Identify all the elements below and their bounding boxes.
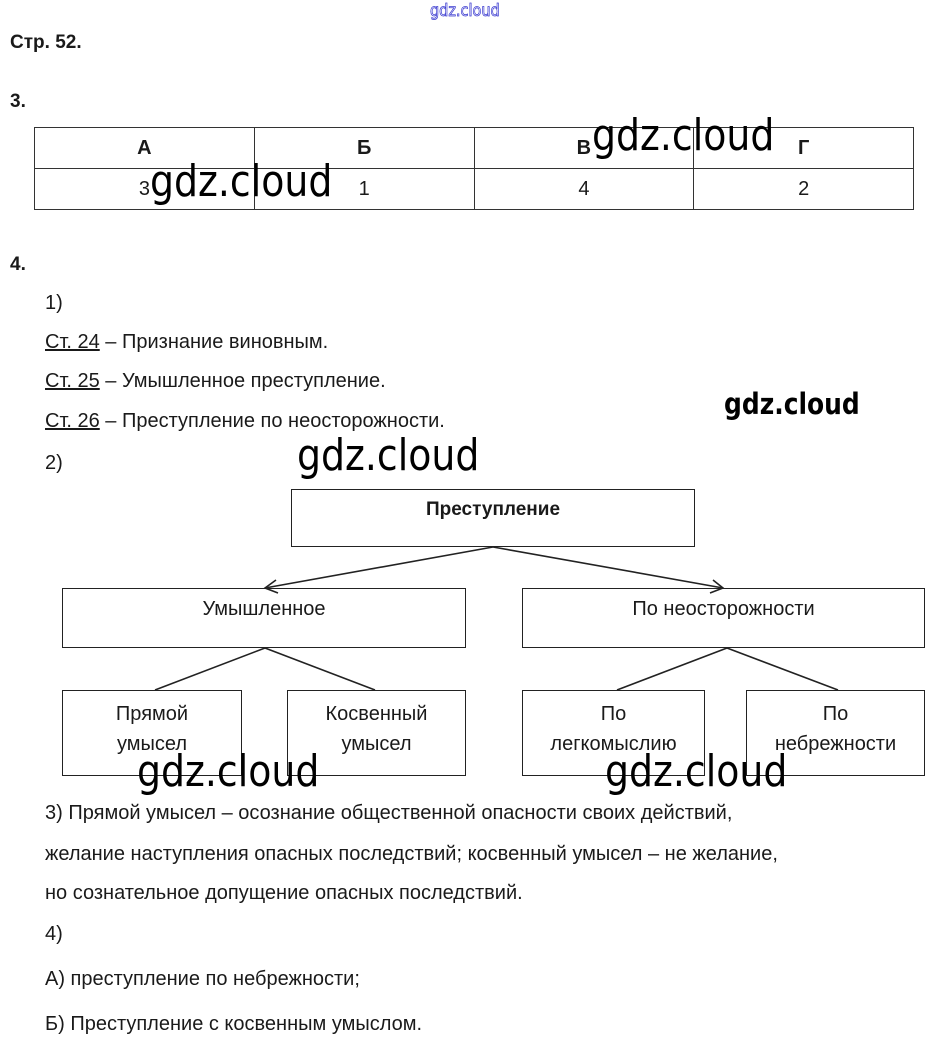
watermark: gdz.cloud <box>592 110 775 161</box>
part3-line: желание наступления опасных последствий;… <box>45 843 778 865</box>
article-line: Ст. 24 – Признание виновным. <box>45 331 328 354</box>
watermark: gdz.cloud <box>297 430 480 481</box>
diagram-intentional: Умышленное <box>62 588 466 648</box>
box-line: По <box>822 703 849 725</box>
table-header: Г <box>693 127 914 169</box>
article-ref: Ст. 24 <box>45 331 100 353</box>
diagram-root: Преступление <box>291 489 695 547</box>
arrow-left <box>264 546 494 589</box>
box-line: небрежности <box>774 733 897 755</box>
table-cell: 2 <box>693 168 914 210</box>
table-cell: 4 <box>473 168 695 210</box>
box-line: Косвенный <box>325 703 428 725</box>
diagram-negligent: По неосторожности <box>522 588 925 648</box>
watermark: gdz.cloud <box>137 746 320 797</box>
table-header-row: А Б В Г <box>34 127 914 169</box>
table-header: Б <box>253 127 475 169</box>
watermark: gdz.cloud <box>724 387 860 421</box>
diagram-indirect-intent: Косвенный умысел <box>287 690 466 776</box>
article-ref: Ст. 26 <box>45 410 100 432</box>
article-text: – Умышленное преступление. <box>99 370 386 392</box>
box-line: По <box>600 703 627 725</box>
table-row: 3 1 4 2 <box>34 168 914 210</box>
diagram-frivolity: По легкомыслию <box>522 690 705 776</box>
watermark: gdz.cloud <box>605 746 788 797</box>
answer-table: А Б В Г 3 1 4 2 <box>34 127 914 210</box>
box-line: умысел <box>116 733 188 755</box>
table-cell: 3 <box>34 168 255 210</box>
box-line: умысел <box>341 733 412 755</box>
box-line: легкомыслию <box>550 733 677 755</box>
article-text: – Преступление по неосторожности. <box>99 410 445 432</box>
diagram-direct-intent: Прямой умысел <box>62 690 242 776</box>
box-line: Прямой <box>115 703 189 725</box>
page-label: Стр. 52. <box>10 32 82 53</box>
part1-label: 1) <box>45 292 63 314</box>
part3-line: но сознательное допущение опасных послед… <box>45 882 523 904</box>
article-line: Ст. 26 – Преступление по неосторожности. <box>45 410 445 433</box>
part4-answer: Б) Преступление с косвенным умыслом. <box>45 1013 423 1035</box>
arrow-right <box>492 546 724 589</box>
part2-label: 2) <box>45 452 63 474</box>
table-header: А <box>34 127 255 169</box>
article-line: Ст. 25 – Умышленное преступление. <box>45 370 386 393</box>
part3-line: 3) Прямой умысел – осознание общественно… <box>45 802 733 824</box>
article-text: – Признание виновным. <box>99 331 329 353</box>
watermark: gdz.cloud <box>150 156 333 207</box>
watermark-top: gdz.cloud <box>430 1 500 22</box>
task3-number: 3. <box>10 91 26 112</box>
task4-number: 4. <box>10 254 26 275</box>
table-cell: 1 <box>253 168 475 210</box>
part4-label: 4) <box>45 923 63 945</box>
article-ref: Ст. 25 <box>45 370 100 392</box>
diagram-negligence: По небрежности <box>746 690 925 776</box>
part4-answer: А) преступление по небрежности; <box>45 968 360 990</box>
